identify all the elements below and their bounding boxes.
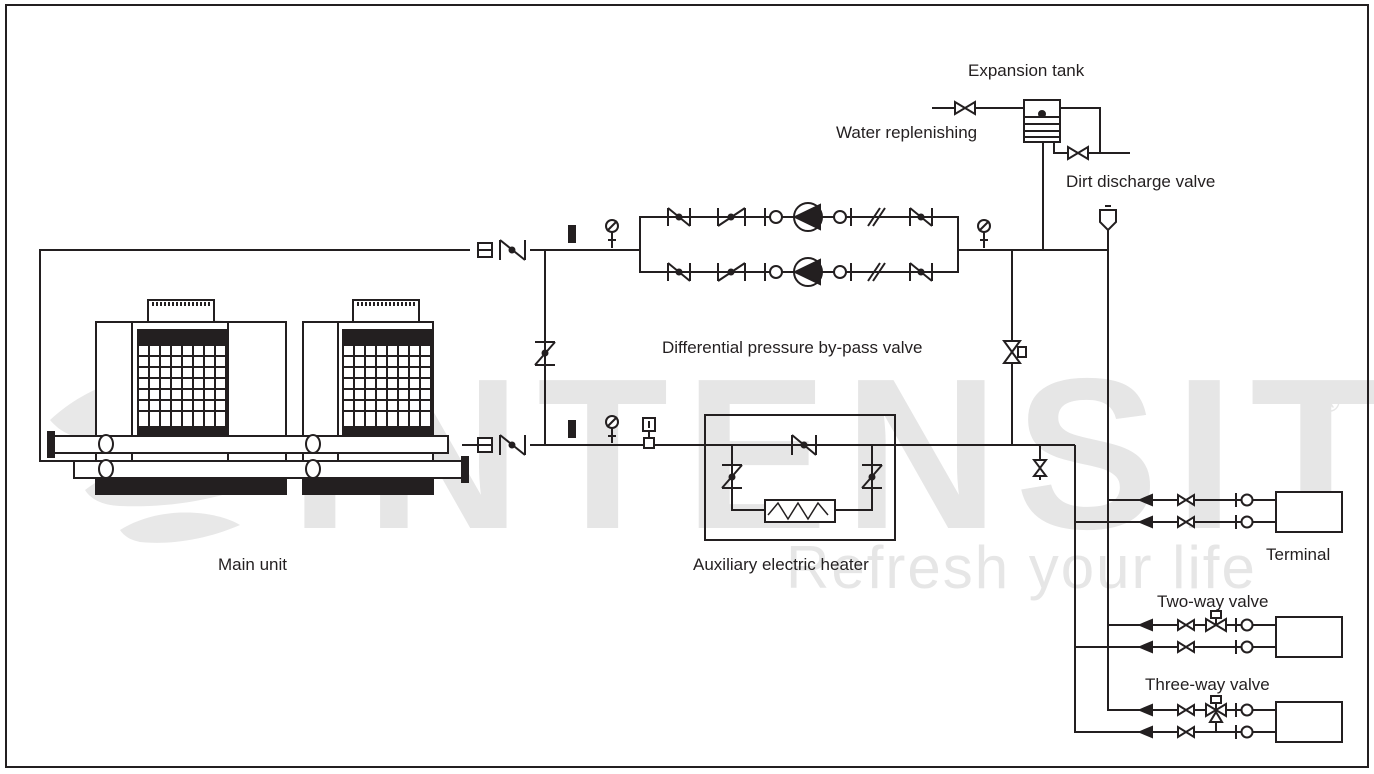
gate-valve-icon xyxy=(1067,145,1089,161)
check-valve-icon xyxy=(667,262,691,282)
pressure-gauge-icon xyxy=(605,415,619,443)
two-way-valve-icon xyxy=(1205,610,1227,633)
check-valve-icon xyxy=(721,464,743,489)
strainer-icon xyxy=(1235,493,1254,529)
expansion-tank xyxy=(932,99,1130,161)
flow-switch-icon xyxy=(642,417,656,449)
check-valve-icon xyxy=(499,239,526,261)
label-main-unit: Main unit xyxy=(218,555,287,574)
main-piping xyxy=(39,140,1140,733)
strainer-icon xyxy=(833,208,852,226)
gate-valve-icon xyxy=(1177,703,1195,739)
gate-valve-icon xyxy=(954,100,976,116)
check-valve-icon xyxy=(909,262,933,282)
check-valve-icon xyxy=(499,434,526,456)
gate-valve-icon xyxy=(1177,618,1195,654)
drain-valve-icon xyxy=(1032,445,1048,480)
terminal-unit xyxy=(1137,695,1343,743)
check-valve-icon xyxy=(717,262,746,282)
instruments xyxy=(568,219,991,449)
check-valve-icon xyxy=(791,434,817,456)
strainer-icon xyxy=(477,437,493,453)
air-vent-icon xyxy=(1099,205,1117,232)
watermark-registered: ® xyxy=(1318,386,1340,419)
pump-group xyxy=(639,202,959,287)
pump-icon xyxy=(792,202,823,232)
label-terminal: Terminal xyxy=(1266,545,1330,564)
check-valve-icon xyxy=(909,207,933,227)
pump-branch-top xyxy=(667,202,933,232)
label-three-way-valve: Three-way valve xyxy=(1145,675,1270,694)
label-water-replenishing: Water replenishing xyxy=(836,123,977,142)
auxiliary-electric-heater-box xyxy=(704,414,896,541)
pump-icon xyxy=(792,257,823,287)
check-valve-icon xyxy=(861,464,883,489)
labels: Expansion tank Water replenishing Dirt d… xyxy=(218,61,1330,694)
strainer-icon xyxy=(764,208,783,226)
three-way-valve-icon xyxy=(1205,695,1227,732)
strainer-icon xyxy=(1235,618,1254,654)
watermark-brand: INTENSITY xyxy=(290,333,1374,574)
thermometer-icon xyxy=(568,225,576,243)
pressure-gauge-icon xyxy=(605,219,619,248)
strainer-icon xyxy=(477,242,493,258)
watermark: INTENSITY ® Refresh your life xyxy=(50,319,1374,601)
terminal-unit xyxy=(1137,610,1343,658)
thermometer-icon xyxy=(568,420,576,438)
diagram-frame xyxy=(5,4,1369,768)
flexible-joint-icon xyxy=(867,207,886,227)
bypass-check-valve-icon xyxy=(534,341,556,366)
check-valve-icon xyxy=(717,207,746,227)
terminals xyxy=(1137,491,1343,743)
terminal-unit xyxy=(1137,491,1343,533)
label-expansion-tank: Expansion tank xyxy=(968,61,1085,80)
differential-pressure-bypass-valve-icon xyxy=(1002,340,1027,364)
gate-valve-icon xyxy=(1177,493,1195,529)
pump-branch-bottom xyxy=(667,257,933,287)
strainer-icon xyxy=(833,263,852,281)
watermark-slogan: Refresh your life xyxy=(786,534,1257,601)
main-unit xyxy=(47,299,469,495)
check-valve-icon xyxy=(667,207,691,227)
label-two-way-valve: Two-way valve xyxy=(1157,592,1268,611)
pressure-gauge-icon xyxy=(977,219,991,248)
main-unit-outlet-valves xyxy=(477,239,526,456)
strainer-icon xyxy=(764,263,783,281)
flexible-joint-icon xyxy=(867,262,886,282)
label-dirt-discharge-valve: Dirt discharge valve xyxy=(1066,172,1215,191)
label-differential-pressure-bypass-valve: Differential pressure by-pass valve xyxy=(662,338,922,357)
label-auxiliary-electric-heater: Auxiliary electric heater xyxy=(693,555,869,574)
strainer-icon xyxy=(1235,703,1254,739)
